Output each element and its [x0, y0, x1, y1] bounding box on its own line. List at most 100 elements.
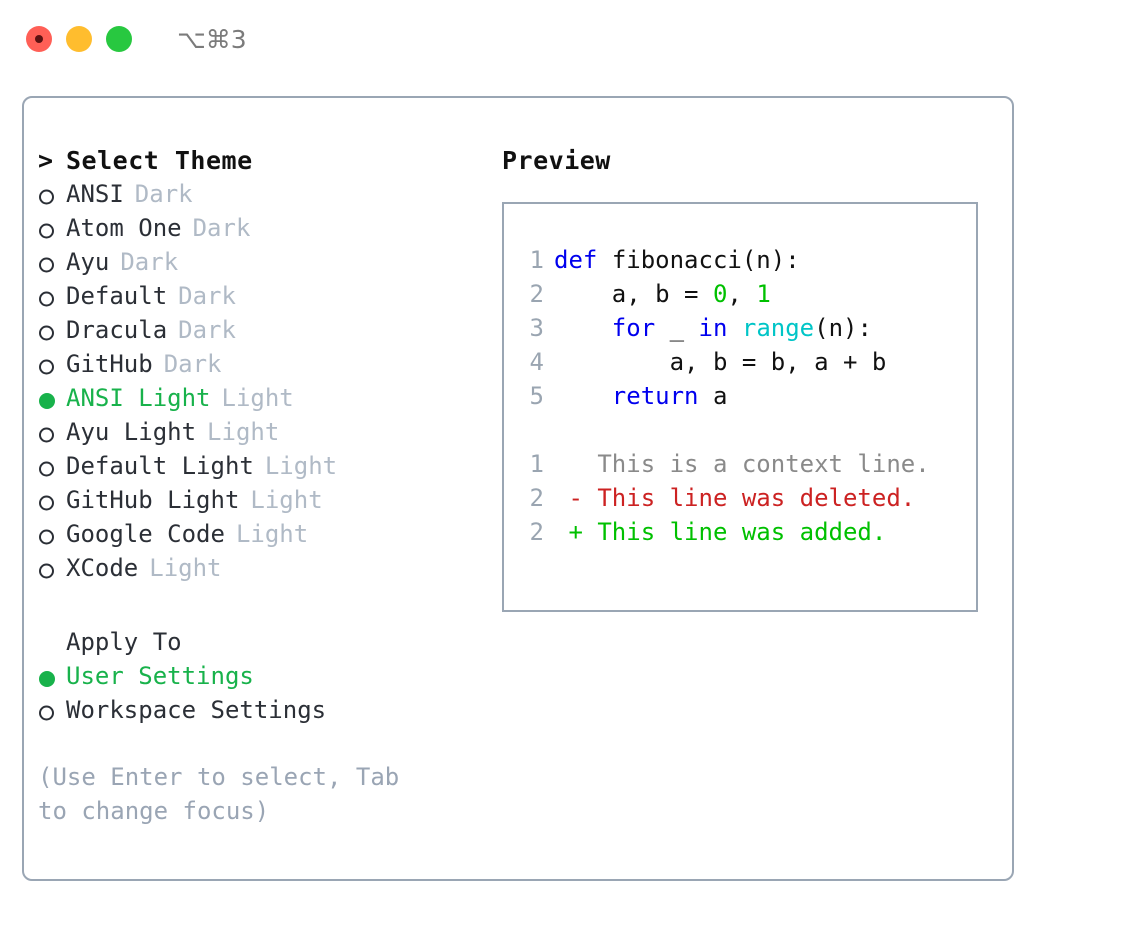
radio-unselected-icon [38, 486, 66, 520]
keyboard-hint: (Use Enter to select, Tab to change focu… [38, 763, 414, 825]
theme-option-name: Ayu [66, 248, 110, 276]
code-line: 5 return a [516, 382, 976, 416]
radio-unselected-icon [38, 418, 66, 452]
theme-option-name: Google Code [66, 520, 225, 548]
code-line-text: a, b = 0, 1 [554, 280, 771, 308]
theme-option-row[interactable]: Ayu Dark [38, 248, 493, 282]
radio-dot-icon [39, 671, 55, 687]
code-line: 4 a, b = b, a + b [516, 348, 976, 382]
code-token-plain: fibonacci(n): [611, 246, 800, 274]
theme-option-name: Default Light [66, 452, 254, 480]
section-spacer [38, 588, 493, 628]
code-line-text: def fibonacci(n): [554, 246, 800, 274]
radio-unselected-icon [38, 248, 66, 282]
theme-option-badge: Light [207, 418, 280, 446]
radio-dot-icon [39, 393, 55, 409]
preview-title: Preview [502, 146, 611, 175]
code-token-plain [554, 314, 612, 342]
code-token-plain: _ [655, 314, 699, 342]
code-token-fn: range [741, 314, 815, 342]
apply-to-option-name: User Settings [66, 662, 254, 690]
radio-dot-icon [39, 189, 54, 205]
minimize-button-icon[interactable] [66, 26, 92, 52]
diff-line-number: 2 [529, 484, 544, 512]
theme-option-badge: Dark [178, 282, 236, 310]
window-titlebar: ⌥⌘3 [0, 0, 1140, 78]
code-token-plain: a, b = [554, 280, 713, 308]
diff-line-text: + This line was added. [554, 518, 887, 546]
code-line-text: return a [554, 382, 728, 410]
radio-dot-icon [39, 257, 54, 273]
theme-option-row[interactable]: GitHub Light Light [38, 486, 493, 520]
code-line-number: 4 [529, 348, 544, 376]
radio-selected-icon [38, 662, 66, 696]
close-button-icon[interactable] [26, 26, 52, 52]
theme-option-name: XCode [66, 554, 139, 582]
theme-option-badge: Dark [192, 214, 251, 242]
code-line: 3 for _ in range(n): [516, 314, 976, 348]
radio-dot-icon [39, 223, 54, 239]
code-token-plain [727, 314, 741, 342]
theme-option-name: Ayu Light [66, 418, 197, 446]
theme-option-row[interactable]: Atom One Dark [38, 214, 493, 248]
diff-line: 2 - This line was deleted. [516, 484, 976, 518]
radio-unselected-icon [38, 180, 66, 214]
code-token-kw: def [554, 246, 598, 274]
theme-option-name: GitHub Light [66, 486, 240, 514]
theme-option-name: ANSI [66, 180, 124, 208]
theme-option-badge: Light [250, 486, 323, 514]
radio-dot-icon [39, 495, 54, 511]
radio-dot-icon [39, 291, 54, 307]
theme-option-badge: Dark [120, 248, 179, 276]
code-token-plain: a, b = b, a + b [554, 348, 887, 376]
radio-unselected-icon [38, 282, 66, 316]
code-token-plain: a [698, 382, 728, 410]
radio-unselected-icon [38, 554, 66, 588]
apply-to-option-row[interactable]: Workspace Settings [38, 696, 493, 730]
radio-unselected-icon [38, 350, 66, 384]
code-line-text: for _ in range(n): [554, 314, 872, 342]
code-token-plain [597, 246, 611, 274]
theme-option-row[interactable]: Ayu Light Light [38, 418, 493, 452]
zoom-button-icon[interactable] [106, 26, 132, 52]
radio-dot-icon [39, 529, 54, 545]
code-token-kw: return [611, 382, 699, 410]
theme-option-badge: Dark [163, 350, 222, 378]
code-line-number: 3 [529, 314, 544, 342]
window-title: ⌥⌘3 [177, 24, 247, 54]
apply-to-label: Apply To [66, 628, 182, 656]
page-title: Select Theme [66, 146, 253, 175]
apply-to-option-name: Workspace Settings [66, 696, 327, 724]
theme-picker-header: > Select Theme [38, 146, 493, 180]
theme-option-row[interactable]: ANSI Dark [38, 180, 493, 214]
theme-option-name: ANSI Light [66, 384, 211, 412]
diff-line-number: 1 [529, 450, 544, 478]
diff-line: 2 + This line was added. [516, 518, 976, 552]
theme-option-badge: Dark [178, 316, 236, 344]
radio-dot-icon [39, 325, 54, 341]
theme-option-name: Atom One [66, 214, 182, 242]
code-line-text: a, b = b, a + b [554, 348, 887, 376]
diff-line-text: - This line was deleted. [554, 484, 916, 512]
diff-preview: 1 This is a context line.2 - This line w… [516, 450, 976, 552]
code-token-plain [554, 382, 612, 410]
code-token-num: 1 [756, 280, 771, 308]
theme-option-badge: Dark [134, 180, 193, 208]
radio-unselected-icon [38, 214, 66, 248]
radio-dot-icon [39, 705, 54, 721]
apply-to-option-row[interactable]: User Settings [38, 662, 493, 696]
